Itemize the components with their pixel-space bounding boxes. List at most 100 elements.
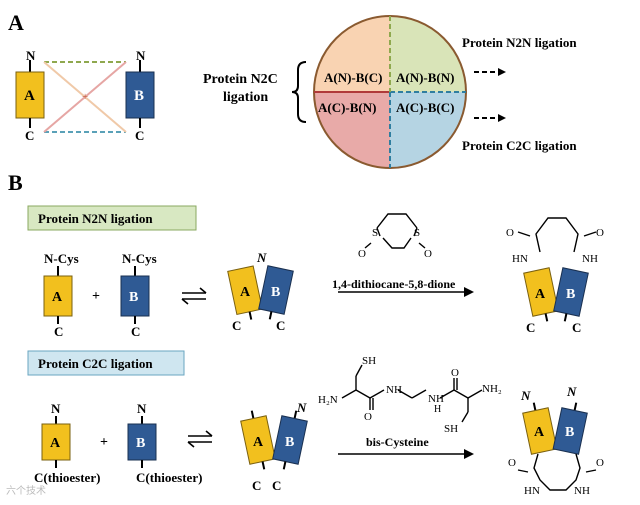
- c2c-b-n-label: N: [137, 401, 147, 416]
- bis-cys-n-left: NH: [386, 384, 402, 396]
- n2c-brace: [291, 61, 307, 123]
- n2n-b-c-label: C: [131, 324, 140, 339]
- n2n-complex-n-label: N: [256, 250, 267, 265]
- n2c-title-line2: ligation: [223, 90, 268, 105]
- n2n-complex-b-label: B: [271, 285, 280, 300]
- c2c-product-ring: [517, 453, 597, 491]
- c2c-product-n1: N: [520, 388, 531, 403]
- n2n-complex-b: [258, 265, 294, 320]
- c2c-reagent-label: bis-Cysteine: [366, 435, 429, 449]
- n2n-product-a: [523, 267, 559, 322]
- bis-cys-h2n: H₂N: [318, 394, 338, 406]
- c2c-protein-b-label: B: [136, 436, 145, 451]
- n2n-product-b: [553, 267, 589, 322]
- n2n-product-nh: NH: [582, 253, 598, 265]
- c2c-complex-a-label: A: [253, 435, 264, 450]
- c2c-protein-b: [127, 423, 157, 461]
- cross-plus-mark: +: [82, 91, 88, 103]
- bis-cys-sh-bottom: SH: [444, 423, 458, 435]
- bis-cys-nh2: NH₂: [482, 383, 502, 395]
- c2c-product-a-label: A: [534, 425, 545, 440]
- n2n-ligation-text: Protein N2N ligation: [462, 35, 577, 50]
- n2c-title-line1: Protein N2C: [203, 72, 278, 87]
- c2c-a-n-label: N: [51, 401, 61, 416]
- c2c-product-hn: HN: [524, 485, 540, 497]
- bis-cys-h-right: H: [434, 404, 441, 415]
- n2n-product-o-right: O: [596, 227, 604, 239]
- c2c-reaction-arrowhead: [464, 449, 474, 459]
- dione-o-right: O: [424, 248, 432, 260]
- dione-s-left: S: [372, 227, 378, 239]
- c2c-equilibrium-arrow: [187, 430, 213, 448]
- c2c-product-o-right: O: [596, 457, 604, 469]
- b-n-label: N: [136, 48, 146, 63]
- panel-b-label: B: [8, 170, 23, 195]
- c2c-protein-a-label: A: [50, 436, 61, 451]
- protein-b-box: [125, 71, 155, 119]
- c2c-complex-a: [240, 410, 276, 470]
- c2c-header-box: [27, 350, 185, 376]
- n2n-reagent-label: 1,4-dithiocane-5,8-dione: [332, 277, 456, 291]
- n2n-product-ring: [517, 217, 597, 253]
- c2c-a-thioester: C(thioester): [34, 470, 100, 485]
- dione-s-right: S: [414, 227, 420, 239]
- b-c-label: C: [135, 128, 144, 143]
- n2n-product-b-label: B: [566, 287, 575, 302]
- protein-b-label: B: [134, 88, 144, 104]
- n2n-a-c-label: C: [54, 324, 63, 339]
- quadrant-label-3: A(C)-B(N): [318, 100, 376, 115]
- n2n-product-c2: C: [572, 320, 581, 335]
- c2c-arrowhead: [498, 114, 506, 122]
- bis-cysteine-structure: [341, 364, 483, 423]
- c2c-complex-c2: C: [272, 478, 281, 493]
- n2n-product-o-left: O: [506, 227, 514, 239]
- n2n-protein-a-label: A: [52, 290, 63, 305]
- n2n-product-hn: HN: [512, 253, 528, 265]
- c2c-complex-b-label: B: [285, 435, 294, 450]
- c2c-complex-b: [272, 410, 308, 470]
- c2c-b-thioester: C(thioester): [136, 470, 202, 485]
- watermark-text: 六个技术: [6, 484, 46, 497]
- n2n-arrowhead: [498, 68, 506, 76]
- n2n-complex-a: [227, 265, 263, 320]
- n2n-protein-a: [43, 275, 73, 317]
- c2c-ligation-text: Protein C2C ligation: [462, 138, 577, 153]
- c2c-complex-n-label: N: [296, 400, 307, 415]
- bis-cys-n-right: NH: [428, 393, 444, 405]
- n2n-complex-c2: C: [276, 318, 285, 333]
- n2n-complex-a-label: A: [240, 285, 251, 300]
- a-n-label: N: [26, 48, 36, 63]
- quadrant-ac-bc: [390, 92, 466, 168]
- quadrant-label-1: A(N)-B(C): [324, 70, 382, 85]
- c2c-product-b-label: B: [565, 425, 574, 440]
- c2c-header-text: Protein C2C ligation: [38, 356, 153, 371]
- panel-a-label: A: [8, 10, 24, 35]
- bis-cys-o-left: O: [364, 411, 372, 423]
- c2c-product-b: [552, 402, 588, 455]
- a-c-label: C: [25, 128, 34, 143]
- n2n-equilibrium-arrow: [181, 287, 207, 305]
- c-n-cross-line: [43, 61, 127, 133]
- dione-o-left: O: [358, 248, 366, 260]
- quadrant-ac-bn: [314, 92, 390, 168]
- c2c-complex-c1: C: [252, 478, 261, 493]
- n2n-header-text: Protein N2N ligation: [38, 211, 153, 226]
- n2n-protein-b-label: B: [129, 290, 138, 305]
- bis-cys-sh-top: SH: [362, 355, 376, 367]
- c2c-product-n2: N: [566, 384, 577, 399]
- protein-a-label: A: [24, 88, 35, 104]
- quadrant-an-bc: [314, 16, 390, 92]
- n2n-protein-b: [120, 275, 150, 317]
- c2c-product-o-left: O: [508, 457, 516, 469]
- dithiocane-dione-structure: [364, 213, 426, 249]
- quadrant-label-2: A(N)-B(N): [396, 70, 454, 85]
- quadrant-an-bn: [390, 16, 466, 92]
- c2c-product-a: [522, 402, 558, 455]
- bis-cys-o-right: O: [451, 367, 459, 379]
- n2n-product-c1: C: [526, 320, 535, 335]
- n2n-plus: +: [92, 289, 100, 304]
- n2n-a-ncys-label: N-Cys: [44, 251, 79, 266]
- n2n-complex-c1: C: [232, 318, 241, 333]
- n2n-product-a-label: A: [535, 287, 546, 302]
